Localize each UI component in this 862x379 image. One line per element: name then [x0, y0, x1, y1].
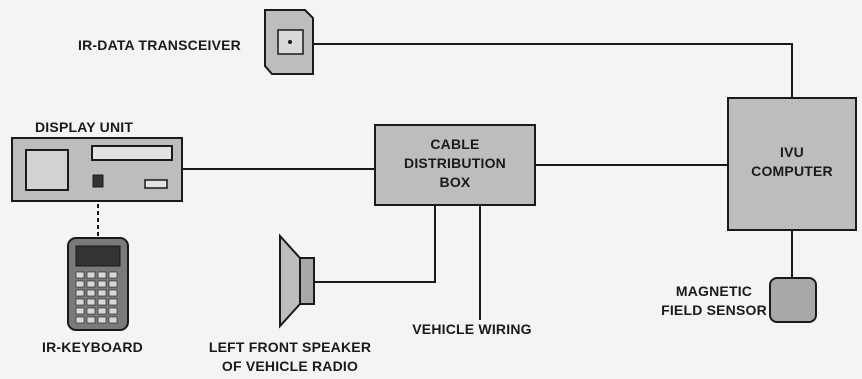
speaker: LEFT FRONT SPEAKER OF VEHICLE RADIO: [209, 233, 371, 374]
keyboard-key: [97, 307, 107, 315]
speaker-magnet: [299, 257, 315, 305]
magnetic-sensor-label-1: MAGNETIC: [676, 283, 752, 299]
keyboard-key: [75, 289, 85, 297]
transceiver-label: IR-DATA TRANSCEIVER: [78, 37, 241, 53]
ivu-computer: IVU COMPUTER: [727, 97, 857, 231]
magnetic-sensor-body: [769, 277, 817, 323]
cable-distribution-box: CABLE DISTRIBUTION BOX: [374, 124, 536, 206]
keyboard-key: [97, 280, 107, 288]
distribution-box-body: [374, 124, 536, 206]
keyboard-key: [108, 271, 118, 279]
keyboard-key: [75, 316, 85, 324]
keyboard-key: [97, 271, 107, 279]
keyboard-key: [108, 280, 118, 288]
keyboard-key: [108, 298, 118, 306]
magnetic-sensor-label-2: FIELD SENSOR: [661, 302, 767, 318]
keyboard-key: [97, 289, 107, 297]
keyboard-key: [108, 289, 118, 297]
keyboard-key: [108, 316, 118, 324]
ivu-computer-label-1: IVU: [780, 144, 804, 160]
ir-keyboard: IR-KEYBOARD: [42, 237, 143, 355]
keyboard-key: [86, 280, 96, 288]
distribution-box-label-1: CABLE: [430, 136, 479, 152]
vehicle-wiring-label: VEHICLE WIRING: [412, 321, 531, 337]
keyboard-key: [86, 307, 96, 315]
display-unit-label: DISPLAY UNIT: [35, 119, 133, 135]
transceiver-lens-icon: [288, 40, 292, 44]
display-unit-ir-port: [92, 174, 104, 188]
transceiver: IR-DATA TRANSCEIVER: [78, 9, 314, 75]
display-unit-slot: [91, 145, 173, 161]
connections: [97, 43, 793, 320]
speaker-label-1: LEFT FRONT SPEAKER: [209, 339, 371, 355]
distribution-box-label-2: DISTRIBUTION: [404, 155, 506, 171]
keyboard-key: [75, 307, 85, 315]
keyboard-label: IR-KEYBOARD: [42, 339, 143, 355]
keyboard-key: [75, 271, 85, 279]
keyboard-display: [75, 245, 121, 267]
line-transceiver-to-computer: [313, 43, 793, 98]
distribution-box-label-3: BOX: [440, 174, 471, 190]
transceiver-window: [277, 29, 304, 55]
keyboard-key: [108, 307, 118, 315]
keyboard-key: [86, 298, 96, 306]
display-unit-screen: [25, 149, 69, 191]
keyboard-key: [86, 271, 96, 279]
keyboard-key: [86, 289, 96, 297]
keyboard-key: [97, 316, 107, 324]
line-box-to-speaker: [315, 205, 436, 283]
speaker-label-2: OF VEHICLE RADIO: [222, 358, 358, 374]
keyboard-keys: [75, 271, 118, 324]
keyboard-key: [86, 316, 96, 324]
keyboard-key: [75, 298, 85, 306]
speaker-cone-icon: [279, 233, 301, 329]
keyboard-key: [97, 298, 107, 306]
keyboard-key: [75, 280, 85, 288]
ivu-computer-body: [727, 97, 857, 231]
display-unit: DISPLAY UNIT: [11, 119, 183, 202]
ivu-computer-label-2: COMPUTER: [751, 163, 833, 179]
magnetic-field-sensor: MAGNETIC FIELD SENSOR: [661, 277, 817, 323]
display-unit-indicator: [144, 179, 168, 189]
